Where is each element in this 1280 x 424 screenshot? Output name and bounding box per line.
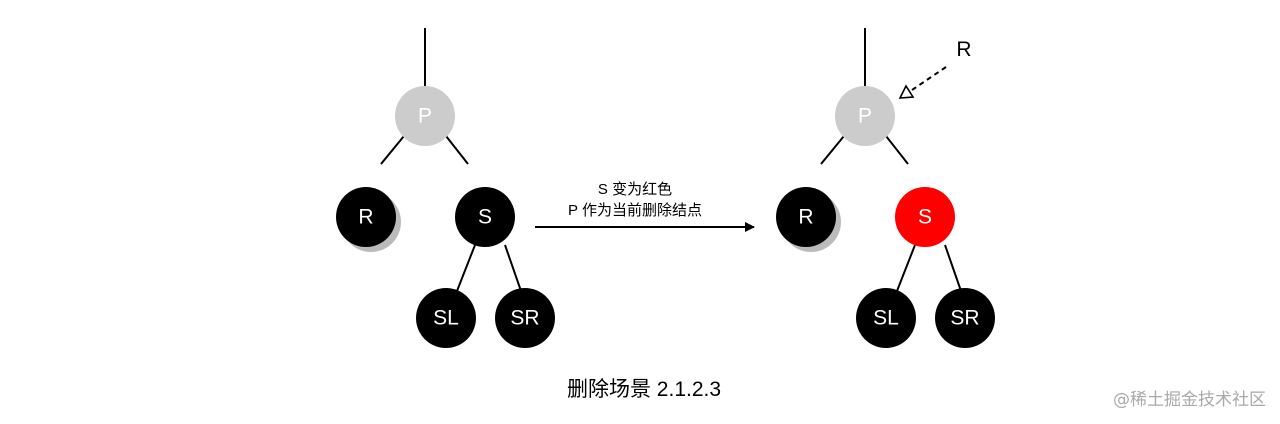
right-node-p: P xyxy=(835,86,895,146)
right-node-r-circle xyxy=(776,187,836,247)
right-edge-p-r xyxy=(820,135,845,165)
right-edge-s-sr xyxy=(944,244,962,292)
left-node-sl-label: SL xyxy=(433,307,459,330)
watermark: @稀土掘金技术社区 xyxy=(1113,390,1266,410)
left-node-sl-circle xyxy=(416,288,476,348)
right-pointer-arrowhead xyxy=(898,84,915,99)
left-node-s-label: S xyxy=(478,206,492,229)
left-edge-p-r xyxy=(380,135,405,165)
left-node-s: S xyxy=(455,187,515,247)
right-node-s: S xyxy=(895,187,955,247)
transition-line2: P 作为当前删除结点 xyxy=(568,202,702,219)
left-edge-s-sr xyxy=(504,244,522,292)
right-node-r: R xyxy=(776,187,841,252)
left-node-p-label: P xyxy=(418,105,432,128)
left-edge-p-s xyxy=(445,135,469,165)
left-node-sr: SR xyxy=(495,288,555,348)
left-node-sr-circle xyxy=(495,288,555,348)
right-node-sr-label: SR xyxy=(950,307,979,330)
left-node-p: P xyxy=(395,86,455,146)
right-node-sr: SR xyxy=(935,288,995,348)
left-node-r-circle xyxy=(336,187,396,247)
left-tree: P R S SL SR xyxy=(336,28,555,348)
right-tree: R P R S SL SR xyxy=(776,28,995,348)
right-node-sl-circle xyxy=(856,288,916,348)
right-node-sl: SL xyxy=(856,288,916,348)
right-node-sl-label: SL xyxy=(873,307,899,330)
transition: S 变为红色 P 作为当前删除结点 xyxy=(535,181,755,232)
right-node-p-circle xyxy=(835,86,895,146)
right-node-r-label: R xyxy=(798,206,813,229)
left-node-s-circle xyxy=(455,187,515,247)
left-edge-s-sl xyxy=(456,244,476,292)
right-node-s-label: S xyxy=(918,206,932,229)
right-node-s-circle xyxy=(895,187,955,247)
left-node-sl: SL xyxy=(416,288,476,348)
transition-line1: S 变为红色 xyxy=(598,181,672,198)
right-pointer-label: R xyxy=(956,38,971,61)
left-node-r-label: R xyxy=(358,206,373,229)
right-edge-p-s xyxy=(885,135,909,165)
left-node-r: R xyxy=(336,187,401,252)
right-pointer-arrow xyxy=(908,66,947,93)
right-node-sr-circle xyxy=(935,288,995,348)
right-edge-s-sl xyxy=(896,244,916,292)
right-node-p-label: P xyxy=(858,105,872,128)
left-node-p-circle xyxy=(395,86,455,146)
diagram-caption: 删除场景 2.1.2.3 xyxy=(567,378,721,401)
left-node-sr-label: SR xyxy=(510,307,539,330)
